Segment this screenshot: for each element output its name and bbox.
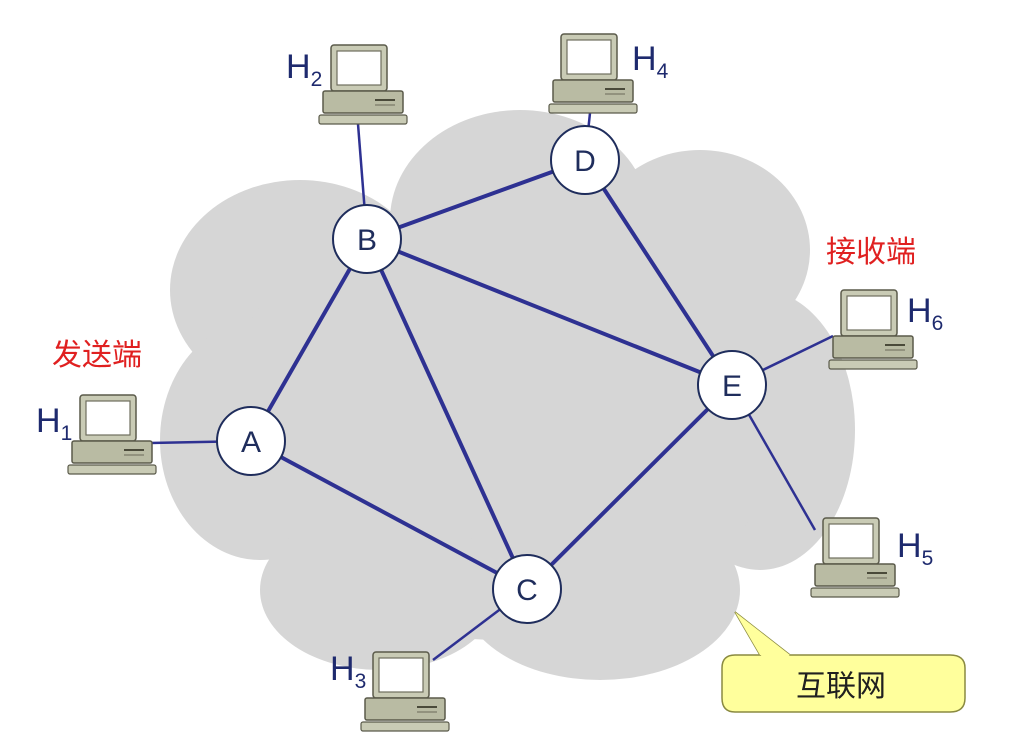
host-label: H3 xyxy=(330,650,366,693)
link-B-D xyxy=(366,158,586,241)
router-circle xyxy=(216,406,286,476)
host-h6: H6 xyxy=(828,289,943,370)
link-B-E xyxy=(366,237,733,387)
host-label: H6 xyxy=(907,292,943,335)
router-circle xyxy=(550,125,620,195)
computer-icon xyxy=(318,44,408,125)
link-B-C xyxy=(365,238,529,590)
link-D-E xyxy=(583,158,734,387)
router-label: D xyxy=(574,145,596,178)
internet-callout: 互联网 xyxy=(721,611,966,713)
host-label: H1 xyxy=(36,402,72,445)
router-label: B xyxy=(357,224,377,257)
host-h1: H1 xyxy=(36,394,157,475)
host-label: H5 xyxy=(897,527,933,570)
link-C-E xyxy=(525,383,734,591)
host-label: H4 xyxy=(632,40,669,83)
router-node-e: E xyxy=(697,350,767,420)
computer-icon xyxy=(810,517,900,598)
router-circle xyxy=(492,554,562,624)
router-node-a: A xyxy=(216,406,286,476)
host-h3: H3 xyxy=(330,650,450,732)
router-node-d: D xyxy=(550,125,620,195)
router-node-b: B xyxy=(332,204,402,274)
computer-icon xyxy=(828,289,918,370)
computer-icon xyxy=(67,394,157,475)
router-circle xyxy=(332,204,402,274)
computer-icon xyxy=(548,33,638,114)
sender-label: 发送端 xyxy=(52,338,142,373)
host-h5: H5 xyxy=(810,517,933,598)
router-nodes: A B C D E xyxy=(216,125,767,624)
link-lines xyxy=(249,158,734,591)
link-A-B xyxy=(249,238,369,442)
link-A-C xyxy=(250,439,528,591)
router-label: C xyxy=(516,574,538,607)
receiver-label: 接收端 xyxy=(826,235,916,270)
host-h2: H2 xyxy=(286,44,408,125)
host-h4: H4 xyxy=(548,33,669,114)
computer-icon xyxy=(360,651,450,732)
router-label: E xyxy=(722,370,742,403)
host-label: H2 xyxy=(286,48,322,91)
router-label: A xyxy=(241,426,261,459)
router-circle xyxy=(697,350,767,420)
internet-label: 互联网 xyxy=(796,669,886,704)
router-node-c: C xyxy=(492,554,562,624)
